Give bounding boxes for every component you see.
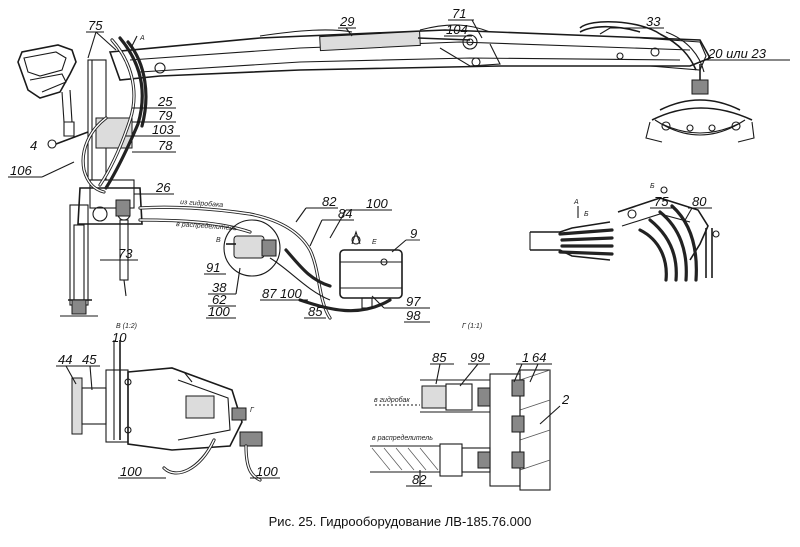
callout-33: 33 xyxy=(646,14,661,29)
view-g-ref: Г xyxy=(250,407,255,414)
callout-labels: 75 29 71 104 33 20 или 23 25 79 103 78 4… xyxy=(8,6,790,487)
crane-main-view xyxy=(17,20,755,320)
callout-1: 1 xyxy=(522,350,529,365)
pump-assembly xyxy=(223,219,281,277)
callout-26: 26 xyxy=(155,180,171,195)
callout-4: 4 xyxy=(30,138,37,153)
view-v-ref: В xyxy=(216,237,221,244)
figure-caption: Рис. 25. Гидрооборудование ЛВ-185.76.000 xyxy=(268,514,532,529)
callout-100-tank: 100 xyxy=(366,196,388,211)
outrigger-leg xyxy=(60,204,129,317)
callout-75: 75 xyxy=(88,18,103,33)
callout-91: 91 xyxy=(206,260,220,275)
callout-84: 84 xyxy=(338,206,352,221)
operator-seat xyxy=(17,44,77,123)
callout-10: 10 xyxy=(112,330,127,345)
view-e-ref: Е xyxy=(372,239,377,246)
view-v-title: В (1:2) xyxy=(116,323,137,330)
view-g xyxy=(370,369,551,491)
callout-100-hose: 100 xyxy=(280,286,302,301)
callout-85-g: 85 xyxy=(432,350,447,365)
callout-79: 79 xyxy=(158,108,172,123)
callout-78: 78 xyxy=(158,138,173,153)
callout-20-or-23: 20 или 23 xyxy=(707,46,767,61)
view-g-title: Г (1:1) xyxy=(462,323,482,330)
note-g-to-tank: в гидробак xyxy=(374,396,410,404)
view-a-title: A xyxy=(573,199,579,206)
view-a-marker: A xyxy=(139,35,145,42)
callout-2: 2 xyxy=(561,392,570,407)
callout-103: 103 xyxy=(152,122,174,137)
callout-25: 25 xyxy=(157,94,173,109)
note-from-tank: из гидробака xyxy=(180,198,224,209)
callout-29: 29 xyxy=(339,14,354,29)
callout-87: 87 xyxy=(262,286,277,301)
callout-97: 97 xyxy=(406,294,421,309)
callout-44: 44 xyxy=(58,352,72,367)
callout-80: 80 xyxy=(692,194,707,209)
view-v xyxy=(71,340,263,482)
callout-64: 64 xyxy=(532,350,546,365)
callout-99: 99 xyxy=(470,350,484,365)
view-b-ref: Б xyxy=(584,211,589,218)
view-a xyxy=(529,206,614,261)
view-a-arrow xyxy=(130,35,138,49)
boom-hoses xyxy=(81,20,705,194)
callout-98: 98 xyxy=(406,308,421,323)
callout-38: 38 xyxy=(212,280,227,295)
grapple xyxy=(645,64,755,143)
callout-9: 9 xyxy=(410,226,417,241)
callout-82: 82 xyxy=(322,194,337,209)
callout-100-v-right: 100 xyxy=(256,464,278,479)
crane-boom xyxy=(108,29,712,81)
callout-106: 106 xyxy=(10,163,32,178)
callout-100-v-left: 100 xyxy=(120,464,142,479)
view-b-title: Б xyxy=(650,183,655,190)
callout-62: 62 xyxy=(212,292,227,307)
callout-73: 73 xyxy=(118,246,133,261)
hand-valve xyxy=(47,121,89,149)
callout-100-pump: 100 xyxy=(208,304,230,319)
note-g-to-distributor: в распределитель xyxy=(372,434,433,442)
callout-104: 104 xyxy=(446,22,468,37)
callout-85: 85 xyxy=(308,304,323,319)
view-designations: A A Б Б В (1:2) Г (1:1) Г Е В xyxy=(116,35,655,414)
callout-45: 45 xyxy=(82,352,97,367)
hydraulic-tank xyxy=(339,230,403,309)
callout-75-b: 75 xyxy=(654,194,669,209)
view-b xyxy=(617,186,720,282)
callout-71: 71 xyxy=(452,6,466,21)
